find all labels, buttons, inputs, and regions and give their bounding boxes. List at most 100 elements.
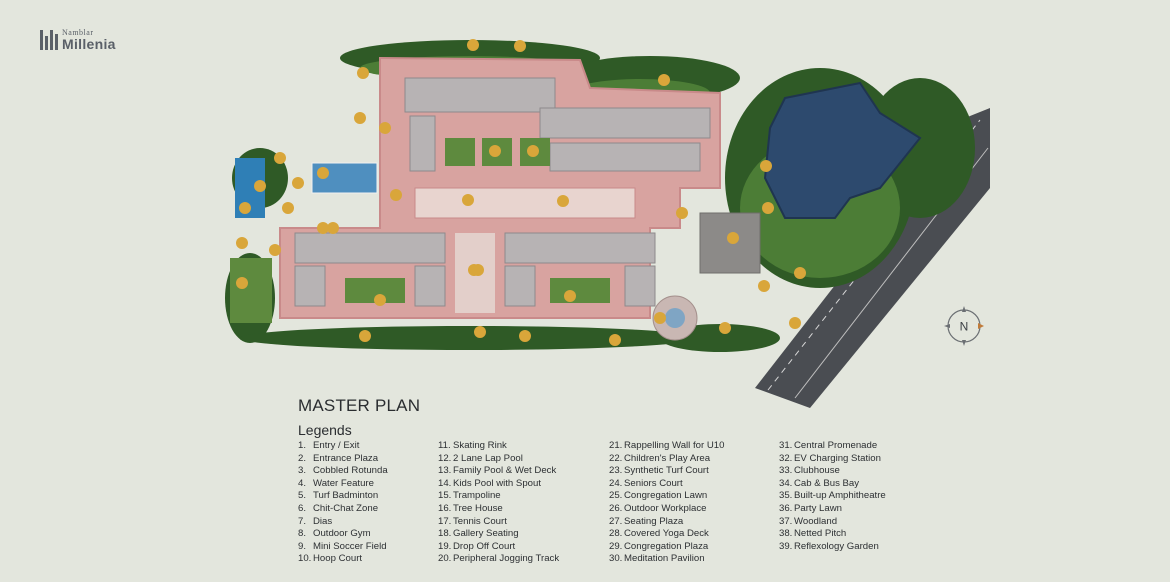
legend-item: 24.Seniors Court bbox=[609, 478, 724, 491]
legend-item-label: Children's Play Area bbox=[624, 452, 711, 464]
legend-item-label: Gallery Seating bbox=[453, 528, 519, 540]
legend-item-number: 10. bbox=[298, 553, 312, 565]
legend-item-label: Reflexology Garden bbox=[794, 540, 879, 552]
legend-item-number: 14. bbox=[438, 477, 452, 489]
legend-item-number: 1. bbox=[298, 440, 307, 451]
legend-item: 38.Netted Pitch bbox=[779, 528, 886, 541]
legend-panel: MASTER PLAN Legends 1. Entry / Exit 2.Entr… bbox=[298, 396, 938, 564]
legend-item-label: Tennis Court bbox=[453, 515, 507, 527]
legend-item-label: Kids Pool with Spout bbox=[453, 477, 541, 489]
legend-item-label: Entry / Exit bbox=[313, 440, 360, 451]
legend-item-label: Covered Yoga Deck bbox=[624, 528, 709, 540]
compass-icon: N bbox=[944, 306, 984, 346]
legend-item-label: Synthetic Turf Court bbox=[624, 465, 709, 477]
legend-item-number: 24. bbox=[609, 477, 623, 489]
legend-item-number: 8. bbox=[298, 528, 307, 540]
legend-item: 10.Hoop Court bbox=[298, 553, 388, 566]
legend-item-label: Built-up Amphitheatre bbox=[794, 490, 886, 502]
legend-item-number: 19. bbox=[438, 540, 452, 552]
legend-item: 30.Meditation Pavilion bbox=[609, 553, 724, 566]
legend-item-label: Central Promenade bbox=[794, 440, 878, 451]
legend-item: 7.Dias bbox=[298, 516, 388, 529]
legend-item-number: 12. bbox=[438, 452, 452, 464]
legend-item: 34.Cab & Bus Bay bbox=[779, 478, 886, 491]
legend-item: 27.Seating Plaza bbox=[609, 516, 724, 529]
legend-item-label: Water Feature bbox=[313, 477, 374, 489]
legend-item-number: 20. bbox=[438, 553, 452, 565]
legend-item-label: EV Charging Station bbox=[794, 452, 881, 464]
legend-item-number: 25. bbox=[609, 490, 623, 502]
legend-item-label: Meditation Pavilion bbox=[624, 553, 705, 565]
legend-item-label: Hoop Court bbox=[313, 553, 363, 565]
legend-item-number: 32. bbox=[779, 452, 793, 464]
legend-item: 33.Clubhouse bbox=[779, 465, 886, 478]
legend-item-number: 5. bbox=[298, 490, 307, 502]
legend-item: 16.Tree House bbox=[438, 503, 559, 516]
residential-towers bbox=[294, 77, 711, 307]
legend-item-number: 38. bbox=[779, 528, 793, 540]
compass-label: N bbox=[960, 320, 969, 334]
legend-item-label: Outdoor Workplace bbox=[624, 502, 707, 514]
brand-logo: Namblar Millenia bbox=[40, 28, 120, 54]
legend-item: 4.Water Feature bbox=[298, 478, 388, 491]
legend-item-number: 36. bbox=[779, 502, 793, 514]
legend-item-label: Chit-Chat Zone bbox=[313, 502, 379, 514]
legend-item: 1. Entry / Exit bbox=[298, 440, 388, 453]
legend-item-label: Cobbled Rotunda bbox=[313, 465, 388, 477]
legend-item: 5.Turf Badminton bbox=[298, 490, 388, 503]
legend-item: 11.Skating Rink bbox=[438, 440, 559, 453]
legend-item-number: 23. bbox=[609, 465, 623, 477]
legend-item: 21.Rappelling Wall for U10 bbox=[609, 440, 724, 453]
legend-heading: Legends bbox=[298, 422, 352, 438]
legend-item: 35.Built-up Amphitheatre bbox=[779, 490, 886, 503]
legend-item-label: Woodland bbox=[794, 515, 838, 527]
legend-item-label: Trampoline bbox=[453, 490, 501, 502]
legend-item-label: Congregation Lawn bbox=[624, 490, 708, 502]
logo-mark-icon bbox=[40, 30, 58, 50]
legend-item: 9. Mini Soccer Field bbox=[298, 541, 388, 554]
legend-item-number: 13. bbox=[438, 465, 452, 477]
legend-item-number: 16. bbox=[438, 502, 452, 514]
legend-item: 18.Gallery Seating bbox=[438, 528, 559, 541]
legend-item-number: 6. bbox=[298, 502, 307, 514]
legend-item-label: Mini Soccer Field bbox=[313, 540, 387, 552]
legend-item: 2.Entrance Plaza bbox=[298, 453, 388, 466]
legend-item-number: 34. bbox=[779, 477, 793, 489]
legend-item-label: Peripheral Jogging Track bbox=[453, 553, 560, 565]
legend-item-label: 2 Lane Lap Pool bbox=[453, 452, 523, 464]
legend-item-number: 29. bbox=[609, 540, 623, 552]
legend-item: 17.Tennis Court bbox=[438, 516, 559, 529]
legend-item-number: 9. bbox=[298, 540, 307, 552]
legend-item-number: 39. bbox=[779, 540, 793, 552]
location-markers bbox=[236, 39, 806, 346]
legend-item-label: Congregation Plaza bbox=[624, 540, 709, 552]
legend-item-label: Drop Off Court bbox=[453, 540, 516, 552]
legend-item-number: 26. bbox=[609, 502, 623, 514]
legend-item-number: 2. bbox=[298, 452, 307, 464]
legend-item-number: 37. bbox=[779, 515, 793, 527]
legend-item: 29.Congregation Plaza bbox=[609, 541, 724, 554]
legend-item-label: Netted Pitch bbox=[794, 528, 847, 540]
legend-item: 22.Children's Play Area bbox=[609, 453, 724, 466]
legend-item-number: 18. bbox=[438, 528, 452, 540]
legend-item: 14.Kids Pool with Spout bbox=[438, 478, 559, 491]
legend-item-label: Seating Plaza bbox=[624, 515, 684, 527]
legend-item: 26.Outdoor Workplace bbox=[609, 503, 724, 516]
legend-item-label: Family Pool & Wet Deck bbox=[453, 465, 557, 477]
legend-item: 32.EV Charging Station bbox=[779, 453, 886, 466]
legend-item-number: 21. bbox=[609, 440, 623, 451]
legend-item: 28.Covered Yoga Deck bbox=[609, 528, 724, 541]
legend-item: 39.Reflexology Garden bbox=[779, 541, 886, 554]
legend-item-number: 3. bbox=[298, 465, 307, 477]
legend-item: 37.Woodland bbox=[779, 516, 886, 529]
legend-item-number: 30. bbox=[609, 553, 623, 565]
legend-item: 15.Trampoline bbox=[438, 490, 559, 503]
legend-item-label: Seniors Court bbox=[624, 477, 683, 489]
legend-item-number: 17. bbox=[438, 515, 452, 527]
legend-item-number: 33. bbox=[779, 465, 793, 477]
legend-item-label: Rappelling Wall for U10 bbox=[624, 440, 725, 451]
page-title: MASTER PLAN bbox=[298, 396, 421, 415]
